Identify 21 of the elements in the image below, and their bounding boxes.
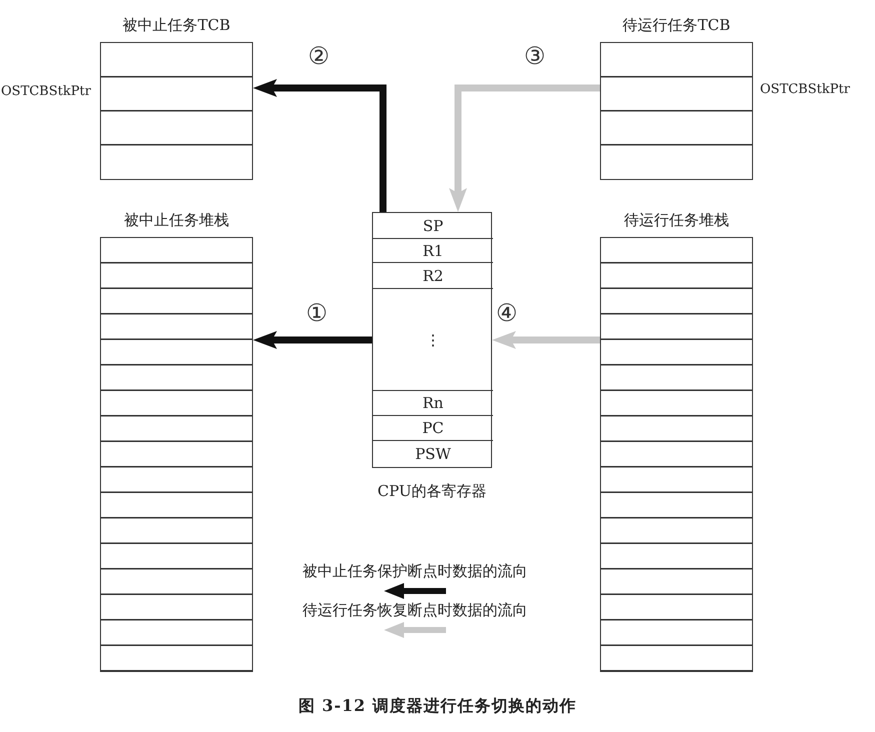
legend-text: 待运行任务恢复断点时数据的流向	[302, 601, 528, 620]
register-cell: PC	[373, 416, 493, 441]
table-heading: 待运行任务TCB	[622, 16, 732, 35]
arrow	[449, 84, 600, 212]
field-label: OSTCBStkPtr	[1, 84, 91, 99]
arrow	[492, 331, 600, 349]
register-cell: R1	[373, 239, 493, 263]
table-heading: 被中止任务TCB	[122, 16, 232, 35]
register-cell: Rn	[373, 391, 493, 416]
field-label: OSTCBStkPtr	[760, 82, 850, 97]
register-cell: PSW	[373, 441, 493, 467]
register-cell: R2	[373, 263, 493, 289]
table-heading: 被中止任务堆栈	[123, 211, 230, 230]
register-cell: ⋮	[373, 289, 493, 391]
figure-caption: 图 3-12 调度器进行任务切换的动作	[297, 696, 578, 717]
legend-text: 被中止任务保护断点时数据的流向	[302, 562, 528, 581]
table-caption: CPU的各寄存器	[376, 482, 488, 501]
register-cell: SP	[373, 213, 493, 239]
arrow	[253, 331, 372, 349]
arrow	[253, 79, 386, 212]
table-heading: 待运行任务堆栈	[623, 211, 730, 230]
